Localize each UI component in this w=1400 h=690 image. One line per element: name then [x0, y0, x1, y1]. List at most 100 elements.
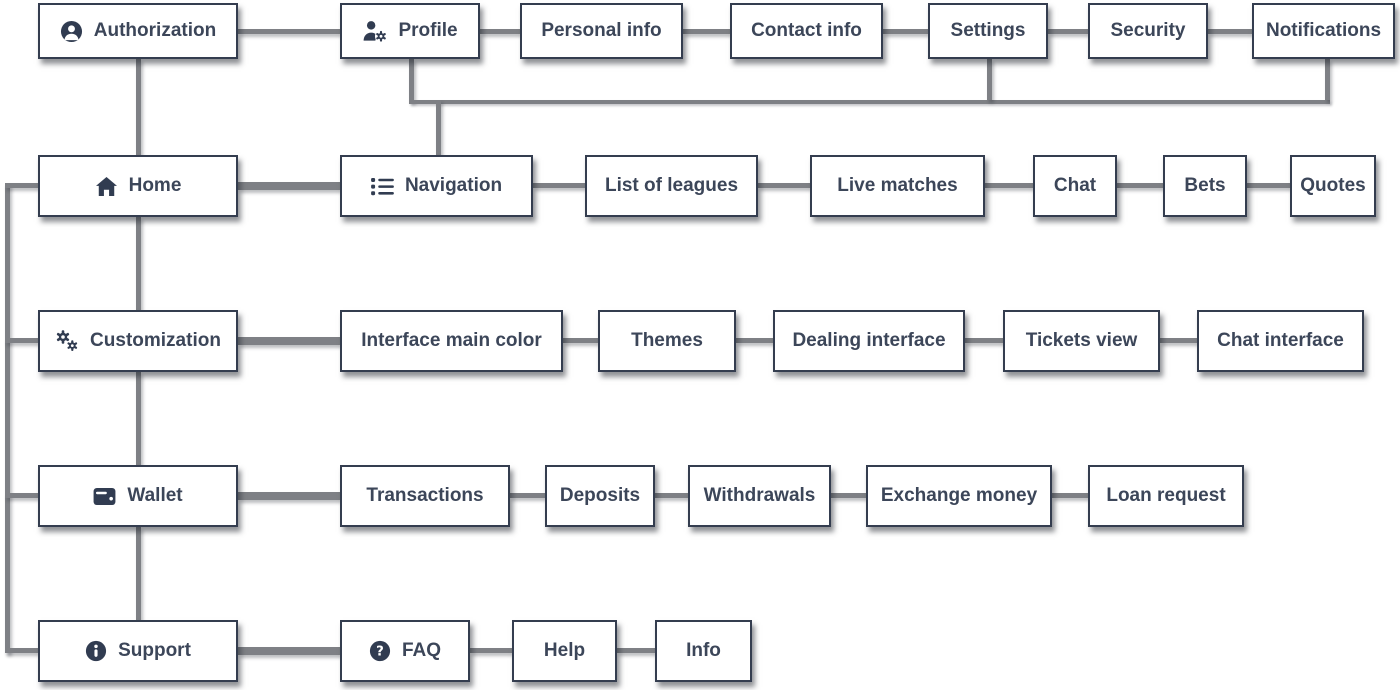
- node-label: Chat: [1053, 175, 1097, 196]
- connector: [533, 183, 585, 188]
- connector: [758, 183, 810, 188]
- node-bets[interactable]: Bets: [1163, 155, 1247, 217]
- connector: [883, 29, 928, 34]
- connector: [1052, 493, 1088, 498]
- connector: [1160, 338, 1197, 343]
- connector: [5, 183, 38, 188]
- connector: [965, 338, 1003, 343]
- connector: [238, 337, 340, 345]
- node-customization[interactable]: Customization: [38, 310, 238, 372]
- user-gear-icon: [362, 20, 388, 42]
- node-label: Profile: [398, 20, 458, 41]
- node-navigation[interactable]: Navigation: [340, 155, 533, 217]
- gears-icon: [55, 330, 79, 352]
- node-list-of-leagues[interactable]: List of leagues: [585, 155, 758, 217]
- wallet-icon: [93, 487, 116, 506]
- node-settings[interactable]: Settings: [928, 3, 1048, 59]
- node-live-matches[interactable]: Live matches: [810, 155, 985, 217]
- node-help[interactable]: Help: [512, 620, 617, 682]
- connector: [1325, 59, 1330, 100]
- node-label: Dealing interface: [792, 330, 946, 351]
- connector: [136, 527, 141, 620]
- node-label: Customization: [90, 330, 221, 351]
- connector: [683, 29, 730, 34]
- connector: [987, 59, 992, 100]
- node-authorization[interactable]: Authorization: [38, 3, 238, 59]
- home-icon: [95, 176, 118, 197]
- node-chat-interface[interactable]: Chat interface: [1197, 310, 1364, 372]
- node-exchange-money[interactable]: Exchange money: [866, 465, 1052, 527]
- svg-text:?: ?: [376, 645, 384, 660]
- connector: [736, 338, 773, 343]
- connector: [1117, 183, 1163, 188]
- node-withdrawals[interactable]: Withdrawals: [688, 465, 831, 527]
- node-notifications[interactable]: Notifications: [1252, 3, 1395, 59]
- node-label: Chat interface: [1217, 330, 1344, 351]
- node-quotes[interactable]: Quotes: [1290, 155, 1376, 217]
- node-label: Info: [686, 640, 721, 661]
- connector: [5, 338, 38, 343]
- connector: [238, 492, 340, 500]
- node-info[interactable]: Info: [655, 620, 752, 682]
- connector: [409, 59, 414, 102]
- node-transactions[interactable]: Transactions: [340, 465, 510, 527]
- node-label: Interface main color: [361, 330, 542, 351]
- node-label: Bets: [1184, 175, 1226, 196]
- node-label: Withdrawals: [703, 485, 816, 506]
- connector: [5, 493, 38, 498]
- node-interface-main-color[interactable]: Interface main color: [340, 310, 563, 372]
- connector: [470, 648, 512, 653]
- node-chat[interactable]: Chat: [1033, 155, 1117, 217]
- node-faq[interactable]: ? FAQ: [340, 620, 470, 682]
- connector: [436, 100, 441, 155]
- node-profile[interactable]: Profile: [340, 3, 480, 59]
- node-contact-info[interactable]: Contact info: [730, 3, 883, 59]
- node-label: Loan request: [1106, 485, 1226, 506]
- info-circle-icon: [85, 640, 107, 662]
- node-label: Help: [543, 640, 586, 661]
- connector: [5, 648, 38, 653]
- connector: [985, 183, 1033, 188]
- node-dealing-interface[interactable]: Dealing interface: [773, 310, 965, 372]
- node-deposits[interactable]: Deposits: [545, 465, 655, 527]
- node-label: Support: [118, 640, 191, 661]
- node-label: Tickets view: [1025, 330, 1138, 351]
- node-label: Transactions: [366, 485, 484, 506]
- connector: [617, 648, 655, 653]
- connector: [831, 493, 866, 498]
- node-label: Deposits: [559, 485, 641, 506]
- connector: [1247, 183, 1290, 188]
- connector: [136, 217, 141, 310]
- connector: [409, 100, 1330, 104]
- node-label: Notifications: [1265, 20, 1382, 41]
- connector: [563, 338, 598, 343]
- node-label: Quotes: [1300, 175, 1366, 196]
- node-label: Authorization: [93, 20, 217, 41]
- node-themes[interactable]: Themes: [598, 310, 736, 372]
- node-label: Contact info: [751, 20, 862, 41]
- connector: [510, 493, 545, 498]
- node-label: Live matches: [837, 175, 958, 196]
- node-wallet[interactable]: Wallet: [38, 465, 238, 527]
- connector: [238, 647, 340, 655]
- connector: [238, 29, 340, 34]
- node-tickets-view[interactable]: Tickets view: [1003, 310, 1160, 372]
- question-circle-icon: ?: [369, 640, 391, 662]
- connector: [1048, 29, 1088, 34]
- connector: [480, 29, 520, 34]
- node-home[interactable]: Home: [38, 155, 238, 217]
- user-circle-icon: [60, 20, 83, 43]
- node-label: Home: [128, 175, 182, 196]
- node-label: Exchange money: [880, 485, 1038, 506]
- node-loan-request[interactable]: Loan request: [1088, 465, 1244, 527]
- node-label: Settings: [950, 20, 1026, 41]
- node-support[interactable]: Support: [38, 620, 238, 682]
- connector: [1208, 29, 1252, 34]
- node-label: Security: [1110, 20, 1186, 41]
- connector: [5, 183, 10, 653]
- list-icon: [371, 177, 394, 196]
- node-security[interactable]: Security: [1088, 3, 1208, 59]
- node-personal-info[interactable]: Personal info: [520, 3, 683, 59]
- node-label: FAQ: [401, 640, 442, 661]
